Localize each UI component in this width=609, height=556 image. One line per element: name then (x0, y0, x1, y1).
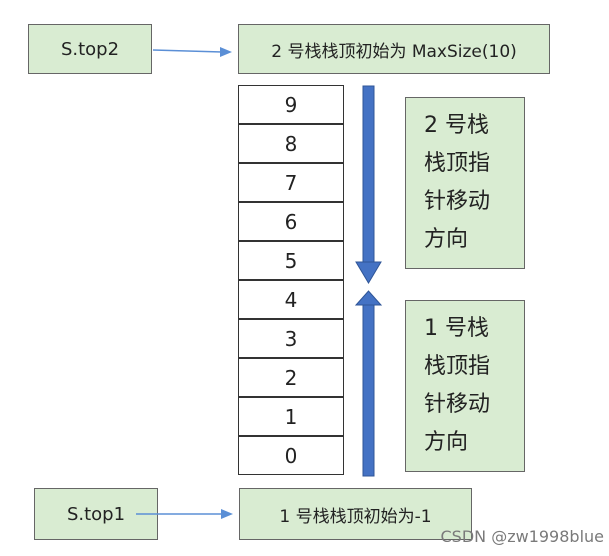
cell-value: 2 (284, 365, 298, 390)
watermark: CSDN @zw1998blue (440, 527, 605, 546)
array-cell-6: 6 (238, 202, 344, 241)
top1-pointer-arrow (136, 509, 233, 519)
array-cell-2: 2 (238, 358, 344, 397)
top2-pointer-arrow (152, 47, 232, 57)
stack1-direction-line: 针移动 (424, 392, 491, 417)
cell-value: 1 (284, 404, 298, 429)
stack2-init-note-text: 2 号栈栈顶初始为 MaxSize(10) (271, 41, 517, 62)
cell-value: 9 (284, 92, 298, 117)
array-cell-1: 1 (238, 397, 344, 436)
array-cell-4: 4 (238, 280, 344, 319)
cell-value: 4 (284, 287, 298, 312)
stack2-direction-box: 2 号栈 栈顶指 针移动 方向 (405, 97, 525, 269)
stack2-direction-line: 2 号栈 (424, 113, 489, 138)
stack2-direction-line: 栈顶指 (424, 151, 491, 176)
cell-value: 0 (284, 443, 298, 468)
array-cell-5: 5 (238, 241, 344, 280)
top2-label-text: S.top2 (60, 38, 120, 60)
array-cell-7: 7 (238, 163, 344, 202)
top1-label-text: S.top1 (66, 503, 126, 525)
stack1-direction-box: 1 号栈 栈顶指 针移动 方向 (405, 300, 525, 472)
stack1-init-note-text: 1 号栈栈顶初始为-1 (279, 506, 432, 527)
cell-value: 8 (284, 131, 298, 156)
cell-value: 5 (284, 248, 298, 273)
stack1-direction-line: 1 号栈 (424, 316, 489, 341)
stack2-direction-line: 方向 (424, 227, 469, 252)
array-cell-0: 0 (238, 436, 344, 475)
stack2-direction-line: 针移动 (424, 189, 491, 214)
stack1-direction-line: 栈顶指 (424, 354, 491, 379)
stack2-down-arrow (355, 85, 382, 284)
stack1-init-note: 1 号栈栈顶初始为-1 (239, 488, 472, 540)
array-cell-9: 9 (238, 85, 344, 124)
array-cell-8: 8 (238, 124, 344, 163)
cell-value: 3 (284, 326, 298, 351)
array-cell-3: 3 (238, 319, 344, 358)
stack1-up-arrow (354, 290, 383, 477)
cell-value: 7 (284, 170, 298, 195)
stack2-init-note: 2 号栈栈顶初始为 MaxSize(10) (238, 24, 550, 74)
cell-value: 6 (284, 209, 298, 234)
stack1-direction-line: 方向 (424, 430, 469, 455)
top2-label: S.top2 (28, 24, 152, 74)
